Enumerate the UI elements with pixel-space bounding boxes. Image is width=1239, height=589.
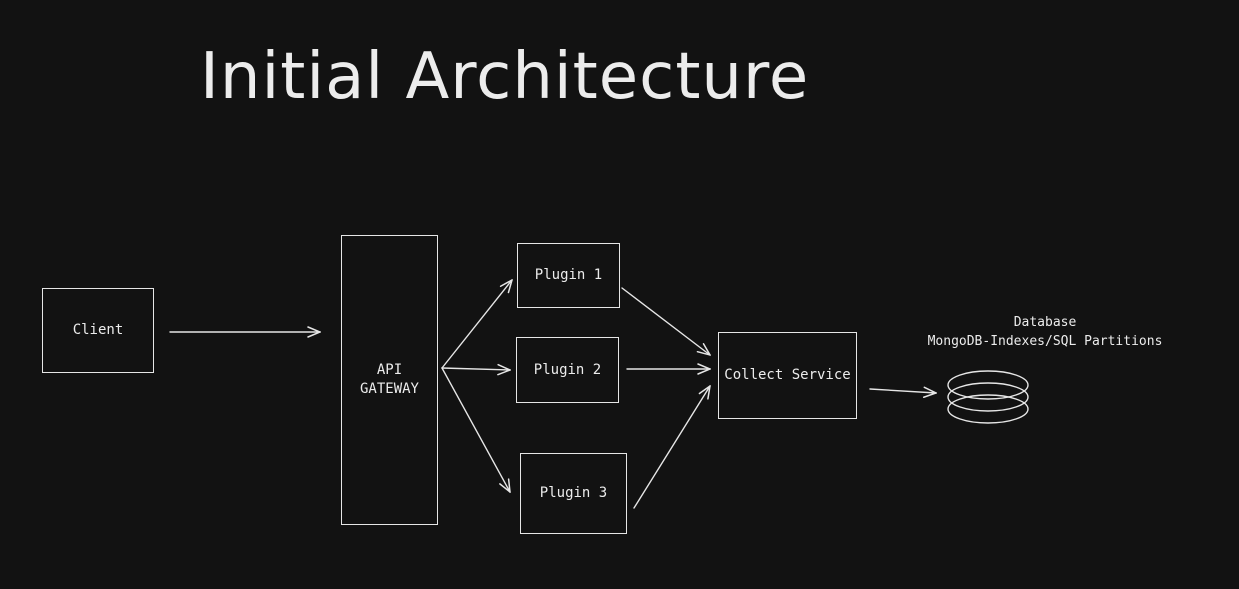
database-subtitle: MongoDB-Indexes/SQL Partitions (927, 333, 1163, 349)
client-node: Client (42, 288, 154, 373)
collect-service-label: Collect Service (724, 367, 851, 384)
database-label: Database MongoDB-Indexes/SQL Partitions (900, 314, 1190, 352)
arrow-plugin-3-to-collect (633, 386, 710, 509)
plugin-1-node: Plugin 1 (517, 243, 620, 308)
arrow-gateway-to-plugin-3 (441, 367, 510, 492)
arrow-gateway-to-plugin-1 (441, 280, 512, 369)
database-title: Database (1013, 315, 1077, 330)
plugin-3-label: Plugin 3 (539, 485, 608, 502)
plugin-2-label: Plugin 2 (533, 361, 602, 378)
api-gateway-node: API GATEWAY (341, 235, 438, 525)
client-label: Client (72, 322, 124, 339)
arrow-plugin-1-to-collect (621, 287, 710, 355)
api-gateway-label: API GATEWAY (359, 362, 419, 397)
collect-service-node: Collect Service (718, 332, 857, 419)
plugin-1-label: Plugin 1 (534, 267, 603, 284)
arrow-gateway-to-plugin-2 (441, 368, 510, 370)
database-cylinder-icon (947, 370, 1029, 424)
arrow-collect-to-database (869, 389, 936, 393)
plugin-2-node: Plugin 2 (516, 337, 619, 403)
plugin-3-node: Plugin 3 (520, 453, 627, 534)
page-title: Initial Architecture (200, 40, 810, 114)
